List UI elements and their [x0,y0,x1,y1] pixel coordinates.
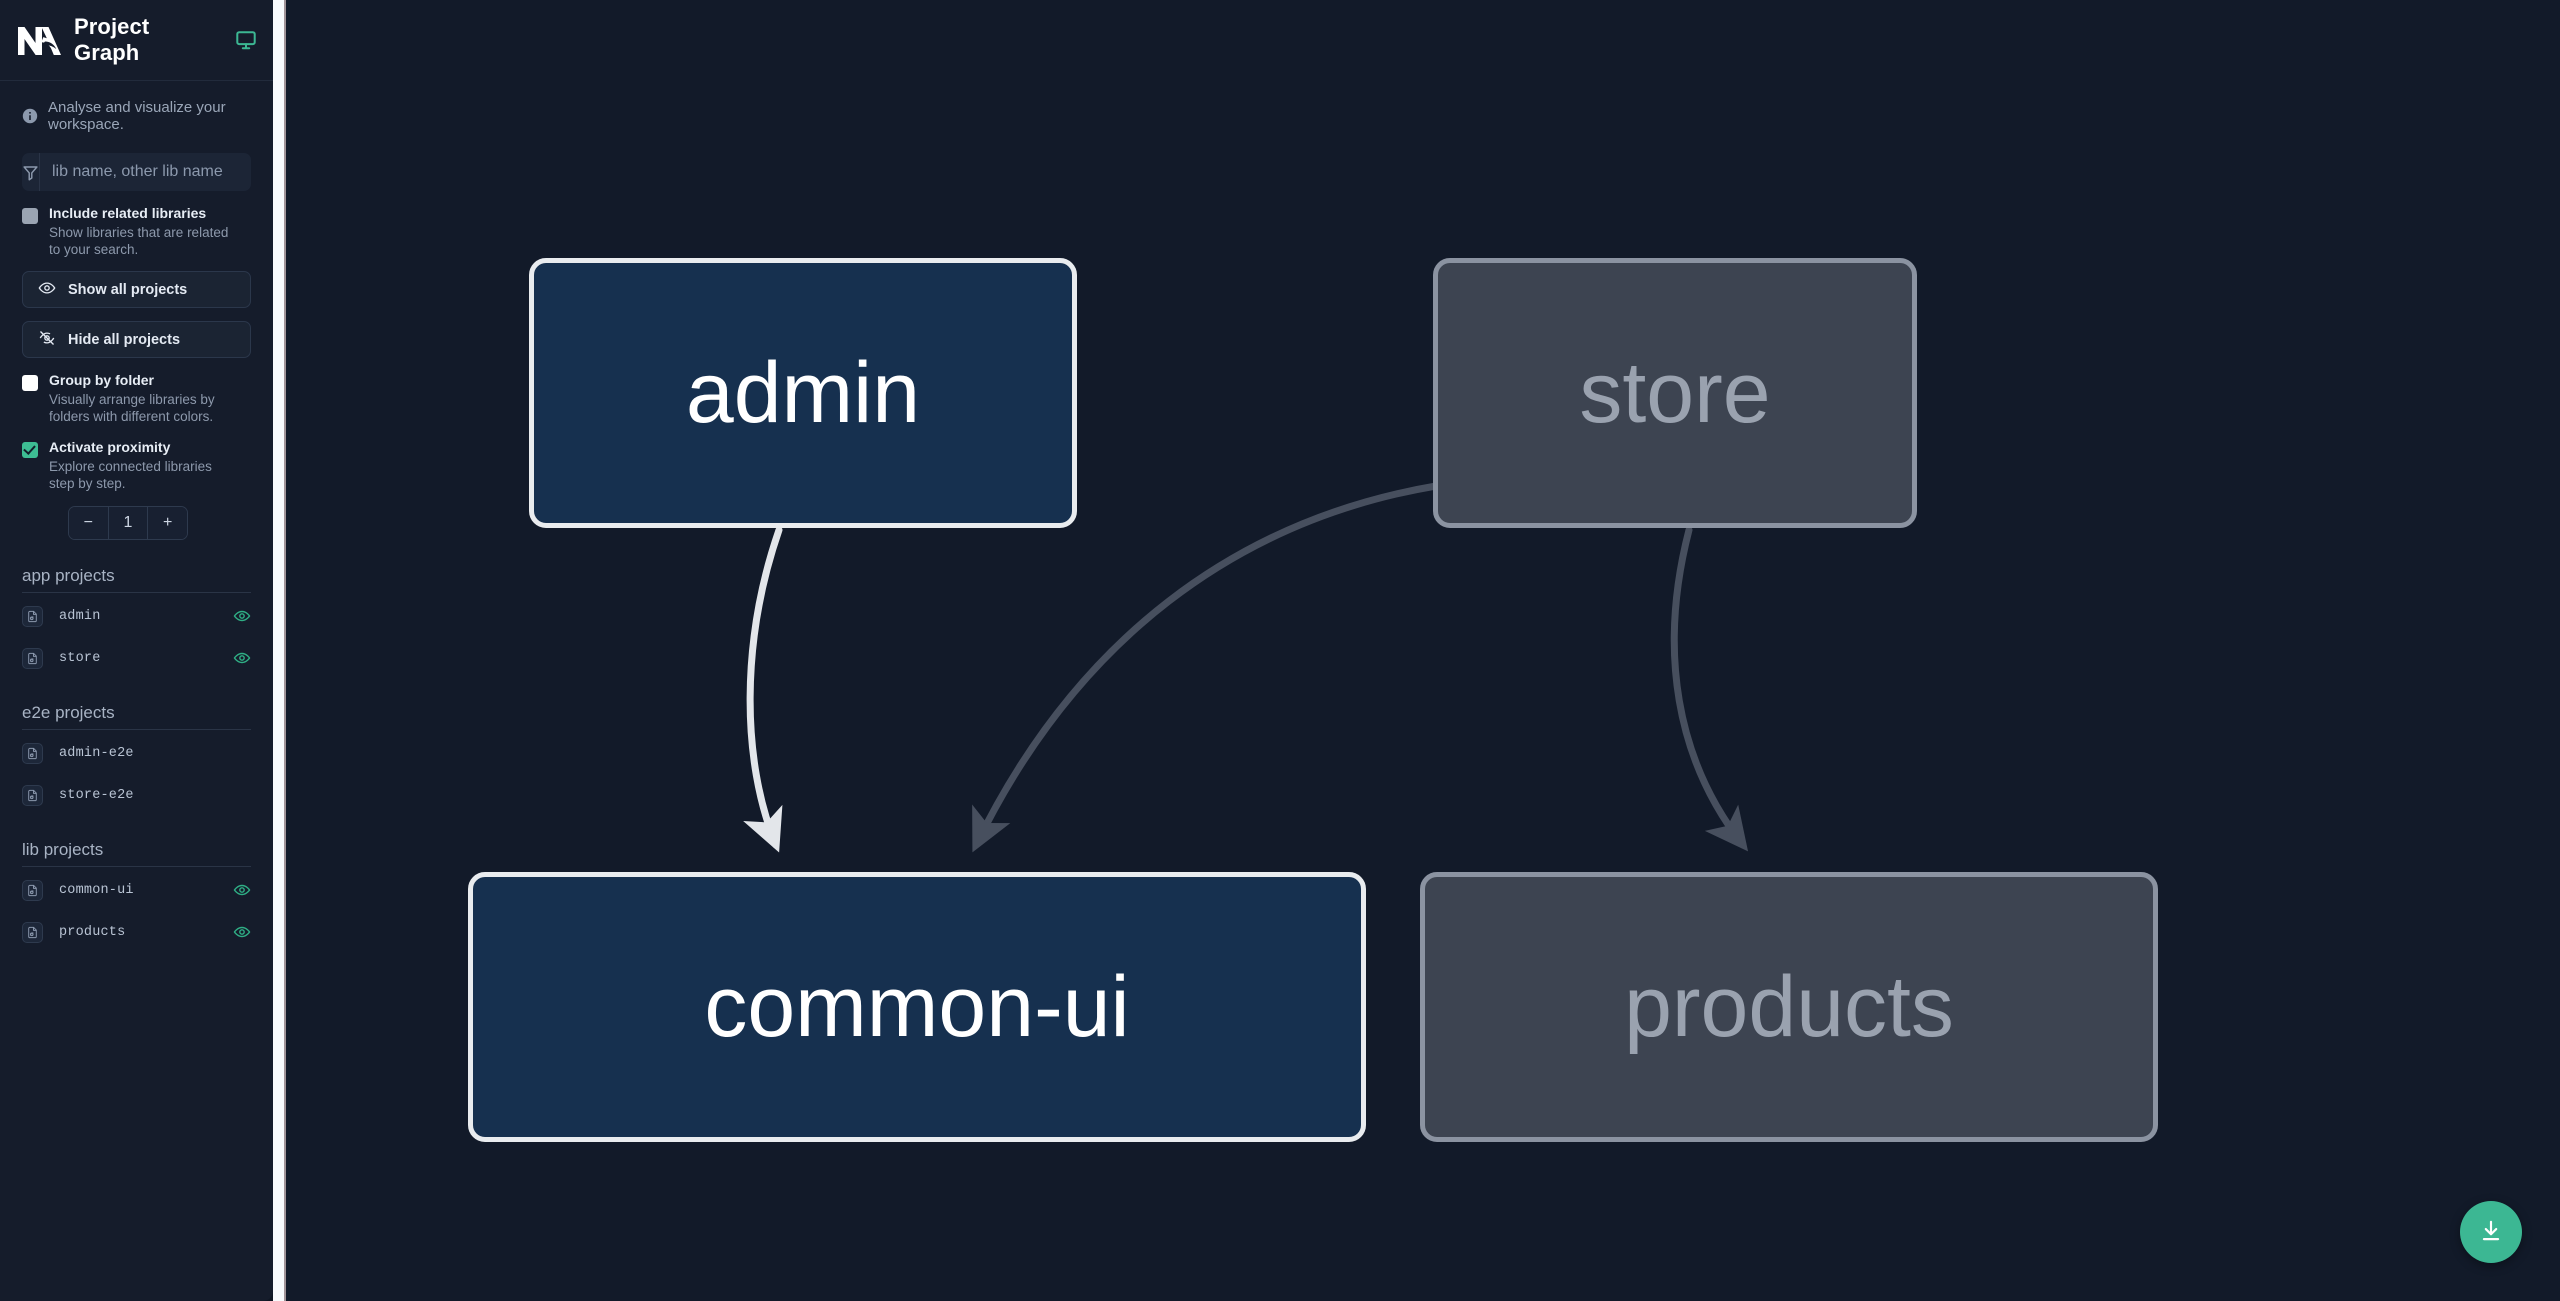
include-related-checkbox[interactable] [22,208,38,224]
project-list-item[interactable]: store-e2e [22,776,251,814]
project-file-icon [22,742,43,764]
group-by-folder-checkbox[interactable] [22,375,38,391]
edge-admin-to-common-ui [743,526,783,853]
page-title: Project Graph [74,14,150,65]
graph-node-admin[interactable]: admin [529,258,1077,528]
project-graph-canvas[interactable]: admin store common-ui products [286,0,2560,1301]
graph-node-label: store [1579,344,1771,441]
project-group: e2e projects admin-e2e store-e2e [22,703,251,814]
option-include-related[interactable]: Include related libraries Show libraries… [22,205,251,258]
project-group-title: app projects [22,566,251,593]
project-list-item[interactable]: products [22,913,251,951]
proximity-increment-button[interactable]: + [147,507,187,539]
project-name: store [59,650,101,666]
hide-all-projects-button[interactable]: Hide all projects [22,321,251,358]
sidebar-header: Project Graph [0,0,273,81]
show-all-projects-label: Show all projects [68,281,188,298]
sidebar-scrollbar[interactable] [273,0,286,1301]
project-name: common-ui [59,882,134,898]
project-list-item[interactable]: admin [22,597,251,635]
include-related-description: Show libraries that are related to your … [49,225,229,257]
monitor-icon[interactable] [235,29,257,51]
graph-node-label: admin [685,344,921,441]
proximity-decrement-button[interactable]: − [69,507,108,539]
graph-node-store[interactable]: store [1433,258,1917,528]
edge-store-to-common-ui [972,482,1440,853]
include-related-label: Include related libraries [49,205,207,221]
sidebar-scrollbar-thumb[interactable] [284,0,286,1301]
tagline-text: Analyse and visualize your workspace. [48,99,226,133]
sidebar: Project Graph Analyse and visualize your… [0,0,273,1301]
project-visibility-eye-icon[interactable] [233,923,251,941]
project-name: admin-e2e [59,745,134,761]
show-all-projects-button[interactable]: Show all projects [22,271,251,308]
project-list-item[interactable]: common-ui [22,871,251,909]
project-list-item[interactable]: store [22,639,251,677]
graph-node-label: products [1624,958,1954,1055]
search-bar[interactable] [22,153,251,191]
hide-all-projects-label: Hide all projects [68,331,181,348]
download-graph-button[interactable] [2460,1201,2522,1263]
project-visibility-eye-icon[interactable] [233,881,251,899]
download-icon [2478,1218,2504,1247]
project-visibility-eye-icon[interactable] [233,607,251,625]
eye-slash-icon [38,329,56,351]
group-by-folder-description: Visually arrange libraries by folders wi… [49,392,215,424]
project-file-icon [22,605,43,627]
project-file-icon [22,784,43,806]
tagline: Analyse and visualize your workspace. [0,81,273,147]
graph-node-common-ui[interactable]: common-ui [468,872,1366,1142]
graph-node-products[interactable]: products [1420,872,2158,1142]
project-name: admin [59,608,101,624]
project-name: products [59,924,126,940]
group-by-folder-label: Group by folder [49,372,154,388]
project-visibility-eye-icon[interactable] [233,744,251,762]
proximity-stepper[interactable]: − 1 + [68,506,188,540]
funnel-icon [22,153,40,191]
eye-icon [38,279,56,301]
project-visibility-eye-icon[interactable] [233,649,251,667]
project-file-icon [22,647,43,669]
graph-edges [743,482,1749,853]
nx-logo [16,23,62,57]
project-groups: app projects admin store e2e projects admin-… [22,566,251,951]
project-list-item[interactable]: admin-e2e [22,734,251,772]
search-input[interactable] [40,153,251,191]
option-group-by-folder[interactable]: Group by folder Visually arrange librari… [22,372,251,425]
edge-store-to-products [1670,526,1749,852]
activate-proximity-description: Explore connected libraries step by step… [49,459,212,491]
project-group-title: lib projects [22,840,251,867]
project-file-icon [22,879,43,901]
project-group: app projects admin store [22,566,251,677]
project-file-icon [22,921,43,943]
graph-node-label: common-ui [704,958,1130,1055]
activate-proximity-checkbox[interactable] [22,442,38,458]
option-activate-proximity[interactable]: Activate proximity Explore connected lib… [22,439,251,492]
activate-proximity-label: Activate proximity [49,439,171,455]
info-icon [22,108,38,124]
proximity-value: 1 [107,507,148,539]
project-group: lib projects common-ui products [22,840,251,951]
project-name: store-e2e [59,787,134,803]
project-visibility-eye-icon[interactable] [233,786,251,804]
project-group-title: e2e projects [22,703,251,730]
